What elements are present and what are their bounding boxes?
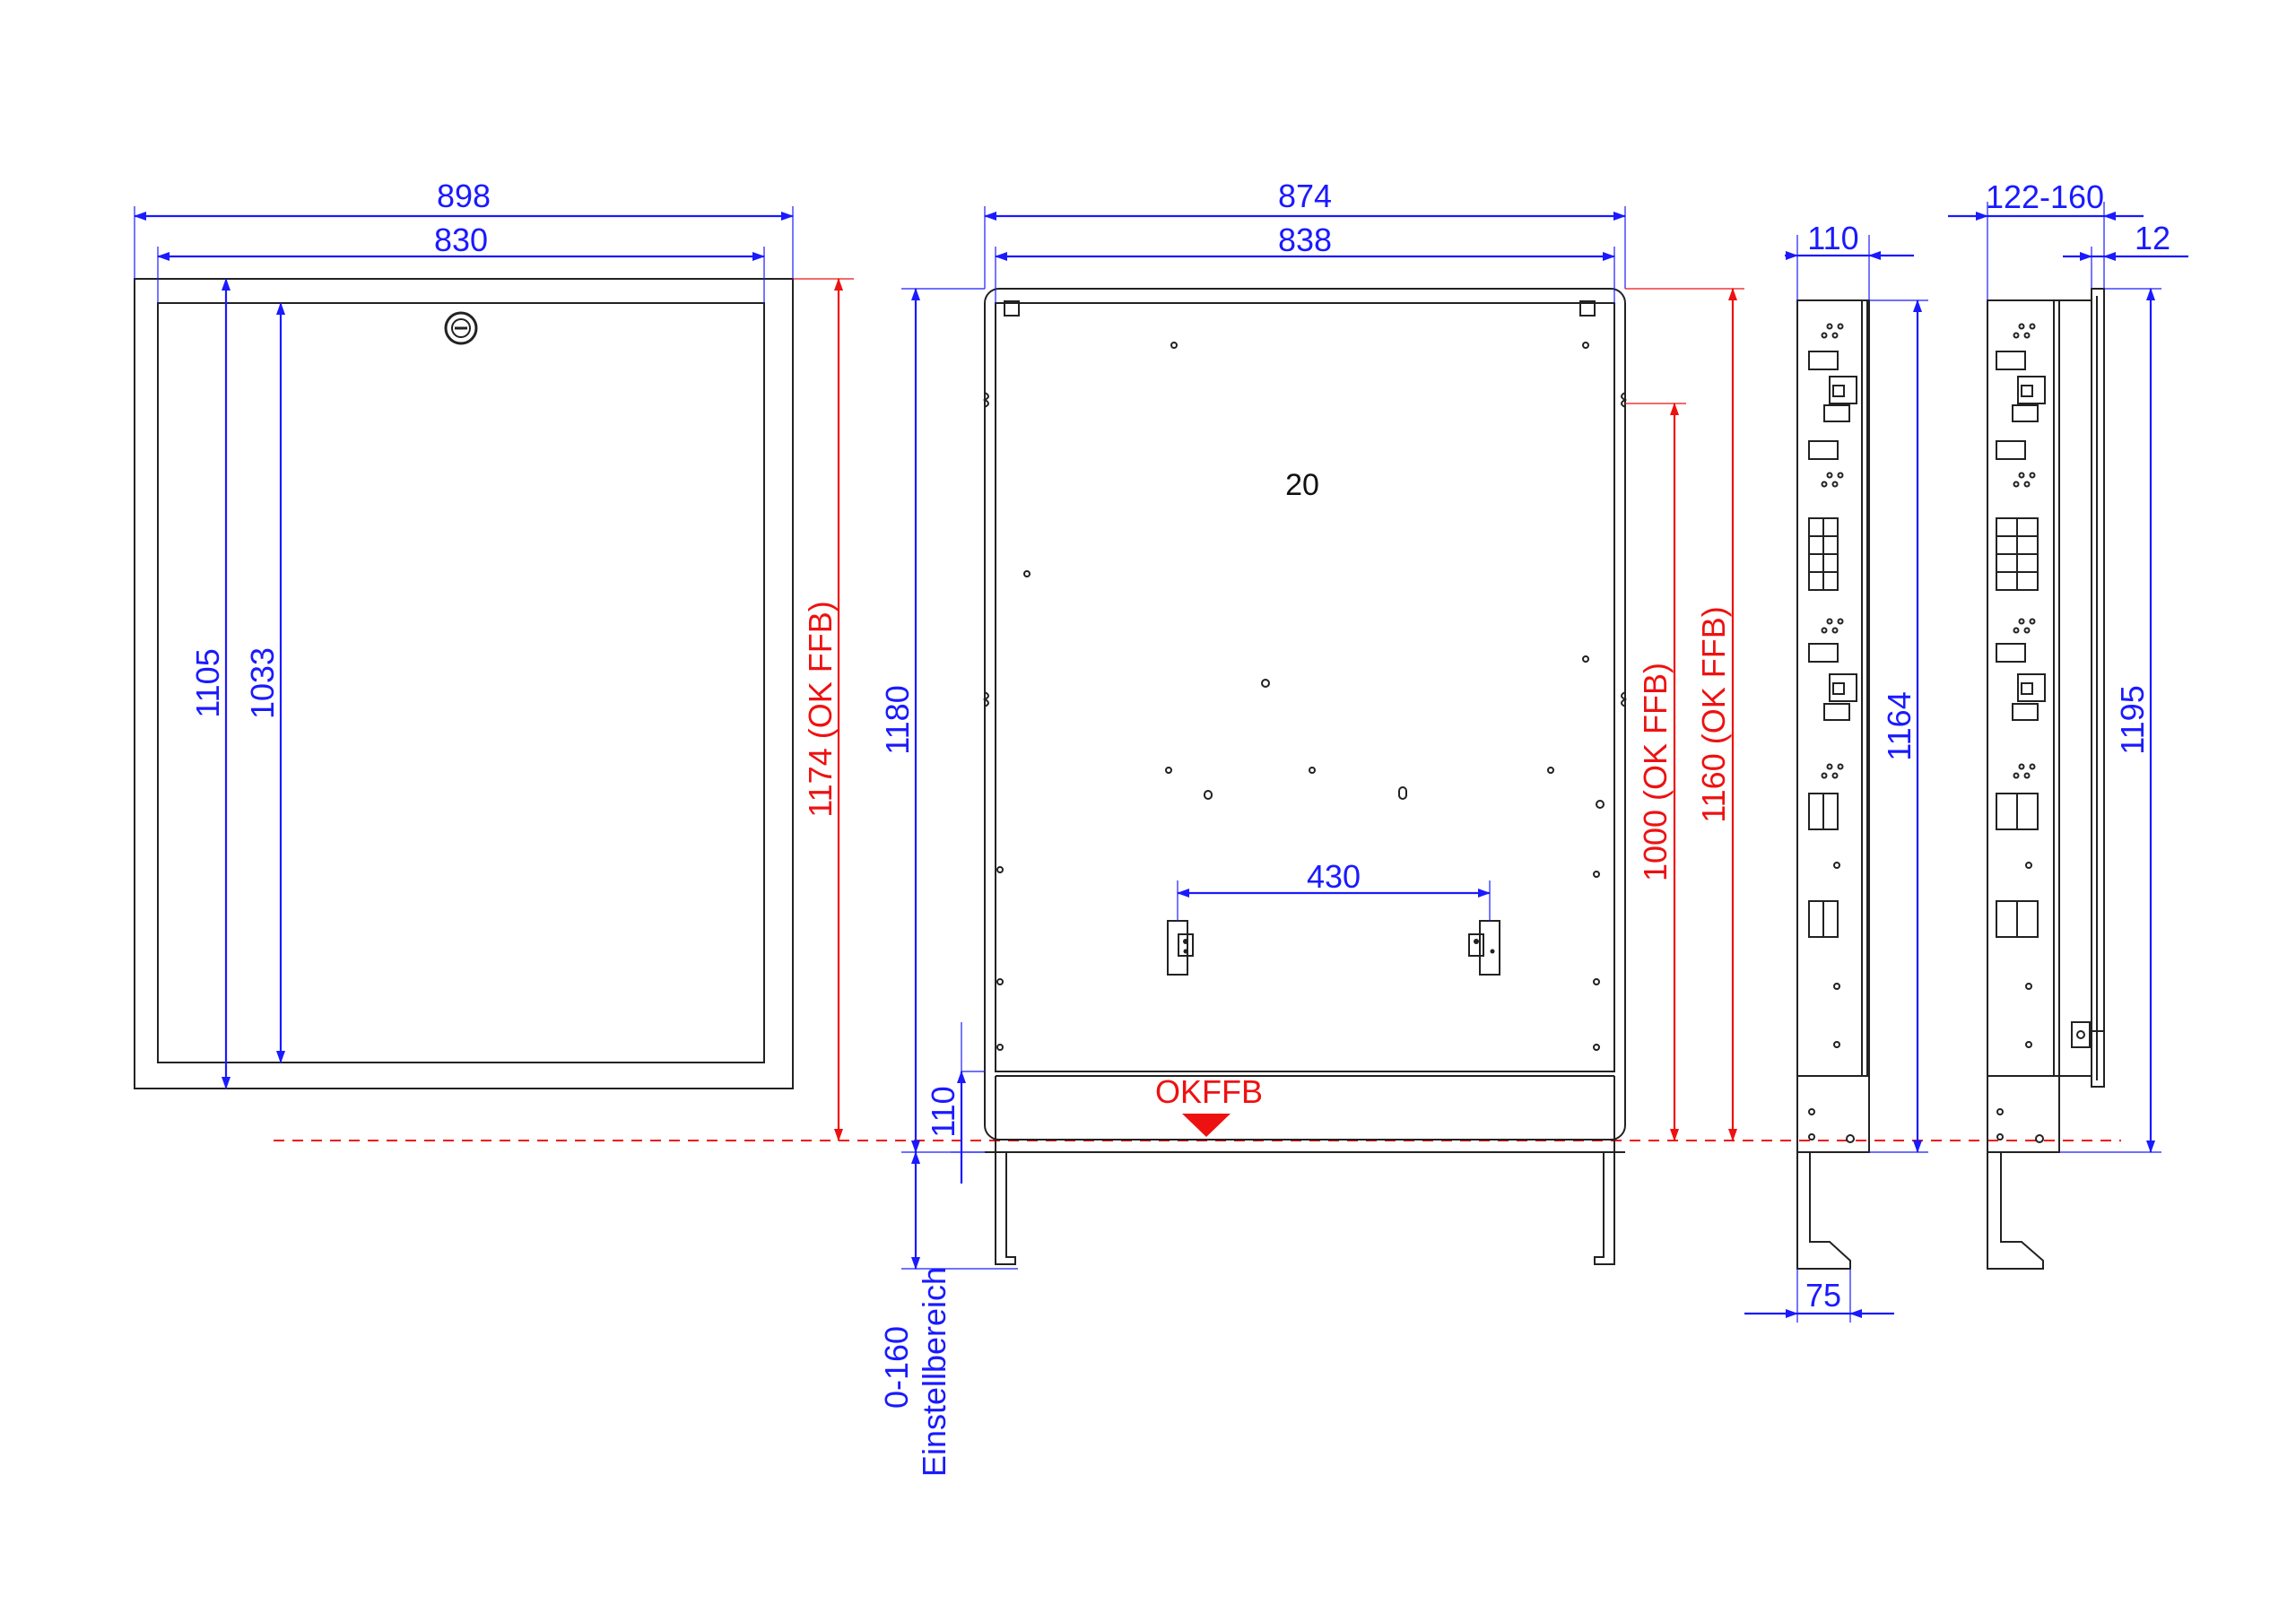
side-view-right: 122-160 12 1195 <box>1948 178 2188 1270</box>
front-outer-frame <box>134 278 794 1089</box>
dim-label-898: 898 <box>437 178 491 214</box>
dim-label-1105: 1105 <box>189 648 226 717</box>
label-einstellbereich: Einstellbereich <box>916 1267 952 1477</box>
side-right-cutouts <box>1996 351 2046 938</box>
okffb-label: OKFFB <box>1155 1073 1263 1110</box>
rail-bracket-left <box>1167 920 1194 976</box>
side-left-holes <box>1808 323 1855 1143</box>
rear-right-foot <box>1594 1152 1615 1265</box>
front-view: 898 830 1105 1033 1174 (OK FFB) <box>134 178 854 1141</box>
rail-bracket-right <box>1468 920 1500 976</box>
rear-view: 20 874 838 1180 <box>878 178 1744 1477</box>
side-right-holes <box>1996 323 2044 1143</box>
dim-label-1000-okffb: 1000 (OK FFB) <box>1637 663 1674 881</box>
dim-label-1174-okffb: 1174 (OK FFB) <box>802 601 839 817</box>
dim-label-1195: 1195 <box>2114 685 2151 754</box>
dim-label-1160-okffb: 1160 (OK FFB) <box>1695 606 1732 822</box>
dim-label-1164: 1164 <box>1881 691 1918 760</box>
rear-outer-box <box>984 288 1626 1141</box>
dim-label-110-depth: 110 <box>1807 220 1858 256</box>
rear-back-panel <box>995 302 1615 1072</box>
side-view-left: 110 75 1164 <box>1744 220 1928 1323</box>
dim-label-75: 75 <box>1805 1277 1841 1314</box>
dim-label-1180: 1180 <box>879 685 916 754</box>
side-left-foot <box>1796 1152 1851 1270</box>
side-right-profile <box>1987 299 2060 1153</box>
side-left-profile <box>1796 299 1870 1153</box>
okffb-triangle-icon <box>1182 1114 1231 1137</box>
rear-left-foot <box>995 1152 1016 1265</box>
front-door-panel <box>157 302 765 1063</box>
dim-label-0-160: 0-160 <box>878 1326 915 1409</box>
dim-label-830: 830 <box>434 221 488 258</box>
dim-label-430: 430 <box>1307 858 1361 895</box>
dim-label-12: 12 <box>2135 220 2170 256</box>
dim-label-874: 874 <box>1278 178 1332 214</box>
panel-mark-20: 20 <box>1285 468 1319 502</box>
dim-label-1033: 1033 <box>244 647 281 719</box>
dim-label-110-floor: 110 <box>925 1086 961 1137</box>
dim-label-122-160: 122-160 <box>1986 178 2104 215</box>
rear-mounting-holes <box>996 342 1605 1051</box>
side-right-door-frame <box>2091 288 2105 1088</box>
dim-label-838: 838 <box>1278 221 1332 258</box>
side-right-foot <box>1987 1152 2044 1270</box>
lock-icon <box>444 311 478 345</box>
side-left-cutouts <box>1808 351 1857 938</box>
